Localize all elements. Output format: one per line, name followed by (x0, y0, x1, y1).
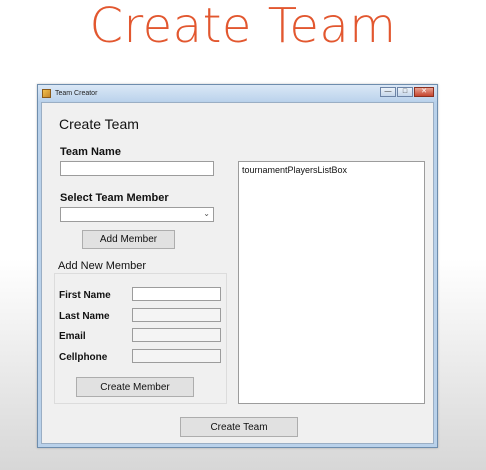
create-member-button[interactable]: Create Member (76, 377, 194, 397)
close-button[interactable]: ✕ (414, 87, 434, 97)
email-label: Email (59, 331, 86, 342)
cellphone-label: Cellphone (59, 352, 108, 363)
last-name-input[interactable] (132, 308, 221, 322)
last-name-label: Last Name (59, 311, 110, 322)
select-team-member-label: Select Team Member (60, 192, 169, 204)
chevron-down-icon: ⌄ (203, 209, 210, 218)
select-team-member-dropdown[interactable]: ⌄ (60, 207, 214, 222)
first-name-label: First Name (59, 290, 111, 301)
team-name-input[interactable] (60, 161, 214, 176)
minimize-button[interactable]: — (380, 87, 396, 97)
maximize-button[interactable]: □ (397, 87, 413, 97)
cellphone-input[interactable] (132, 349, 221, 363)
listbox-placeholder-text: tournamentPlayersListBox (242, 165, 348, 175)
team-name-label: Team Name (60, 146, 121, 158)
email-input[interactable] (132, 328, 221, 342)
create-team-button[interactable]: Create Team (180, 417, 298, 437)
form-client-area: Create Team Team Name Select Team Member… (41, 102, 434, 444)
tournament-players-listbox[interactable]: tournamentPlayersListBox (238, 161, 425, 404)
first-name-input[interactable] (132, 287, 221, 301)
add-new-member-group (54, 273, 227, 404)
window-controls: — □ ✕ (380, 87, 434, 97)
team-creator-window: Team Creator — □ ✕ Create Team Team Name… (37, 84, 438, 448)
form-header: Create Team (59, 116, 139, 132)
app-icon (42, 88, 51, 98)
slide-title: Create Team (89, 0, 397, 54)
add-member-button[interactable]: Add Member (82, 230, 175, 249)
window-title: Team Creator (55, 89, 98, 97)
window-titlebar[interactable]: Team Creator — □ ✕ (38, 85, 437, 101)
add-new-member-group-label: Add New Member (58, 260, 147, 272)
